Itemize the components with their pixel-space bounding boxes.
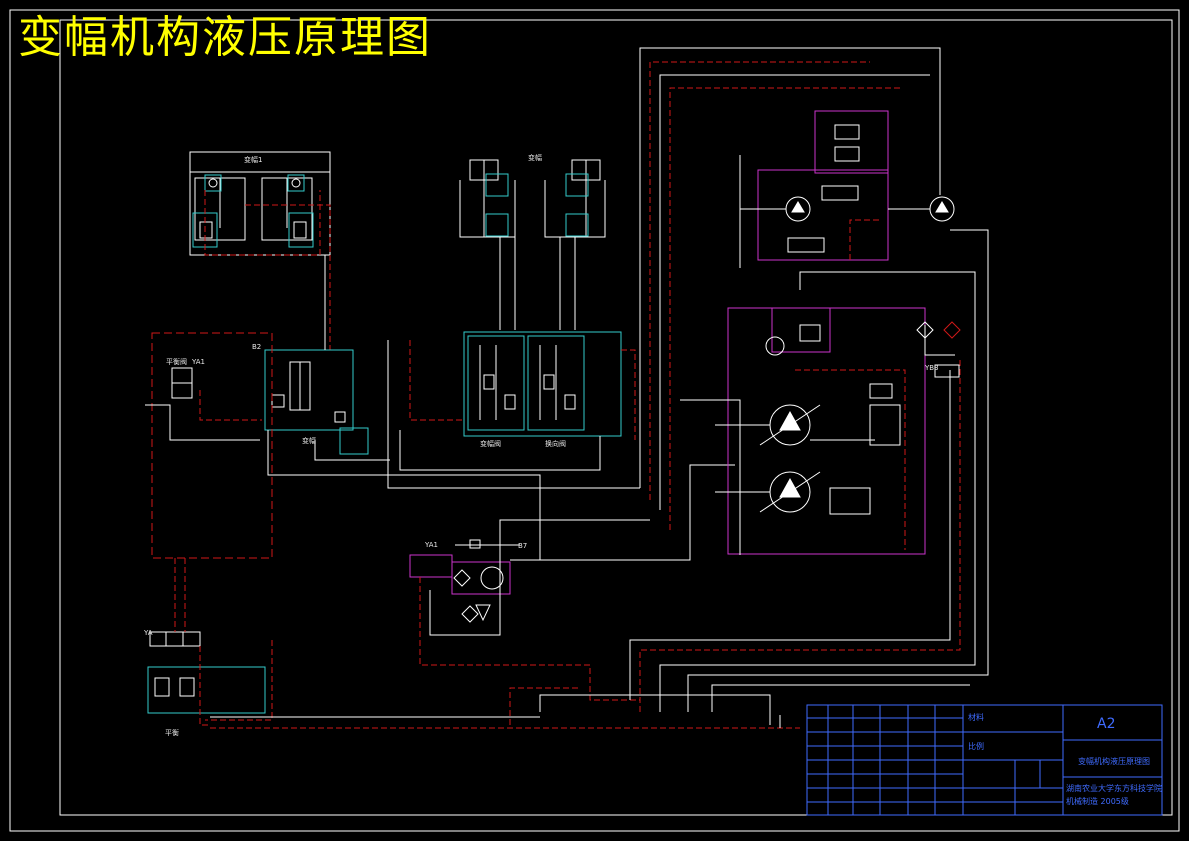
drawing-title: 变幅机构液压原理图 — [18, 12, 432, 63]
label-main-valve-right: 换向阀 — [545, 440, 566, 448]
label-filter-port: B7 — [518, 542, 528, 550]
title-block-student: 机械制造 2005级 — [1066, 797, 1129, 806]
balance-valve-left — [145, 332, 273, 559]
title-block-school: 湖南农业大学东方科技学院 — [1066, 784, 1162, 793]
label-valve-middle-bottom: 变幅 — [302, 437, 316, 445]
routing-lines — [210, 47, 989, 729]
label-main-valve-left: 变幅阀 — [480, 440, 501, 448]
title-block — [806, 704, 1163, 816]
cylinder-group-left — [189, 151, 331, 256]
label-filter-valve: YA1 — [425, 541, 438, 549]
cylinder-group-right — [459, 159, 606, 330]
label-brake: 平衡 — [165, 729, 179, 737]
label-brake-valve: YA — [144, 629, 153, 637]
label-cylinder-group-right: 变幅 — [528, 154, 542, 162]
label-valve-left: 平衡阀 — [166, 358, 187, 366]
cylinder-left-dashed — [204, 190, 331, 350]
title-block-size: A2 — [1097, 716, 1116, 732]
title-block-material: 材料 — [968, 713, 984, 722]
middle-valve — [264, 255, 541, 560]
main-pump-block — [680, 307, 961, 555]
label-valve-middle: B2 — [252, 343, 262, 351]
brake-assembly — [147, 558, 273, 726]
upper-pump-unit — [740, 110, 955, 261]
label-pump-valve: YB3 — [925, 364, 939, 372]
outer-frame — [9, 9, 1180, 832]
main-valve-bank — [387, 331, 640, 489]
title-block-scale: 比例 — [968, 742, 984, 751]
inner-frame — [59, 19, 1173, 816]
title-block-drawing-name: 变幅机构液压原理图 — [1078, 757, 1150, 766]
label-cylinder-group-left: 变幅1 — [244, 156, 263, 164]
label-valve-left-code: YA1 — [192, 358, 205, 366]
filter-unit — [409, 519, 650, 701]
